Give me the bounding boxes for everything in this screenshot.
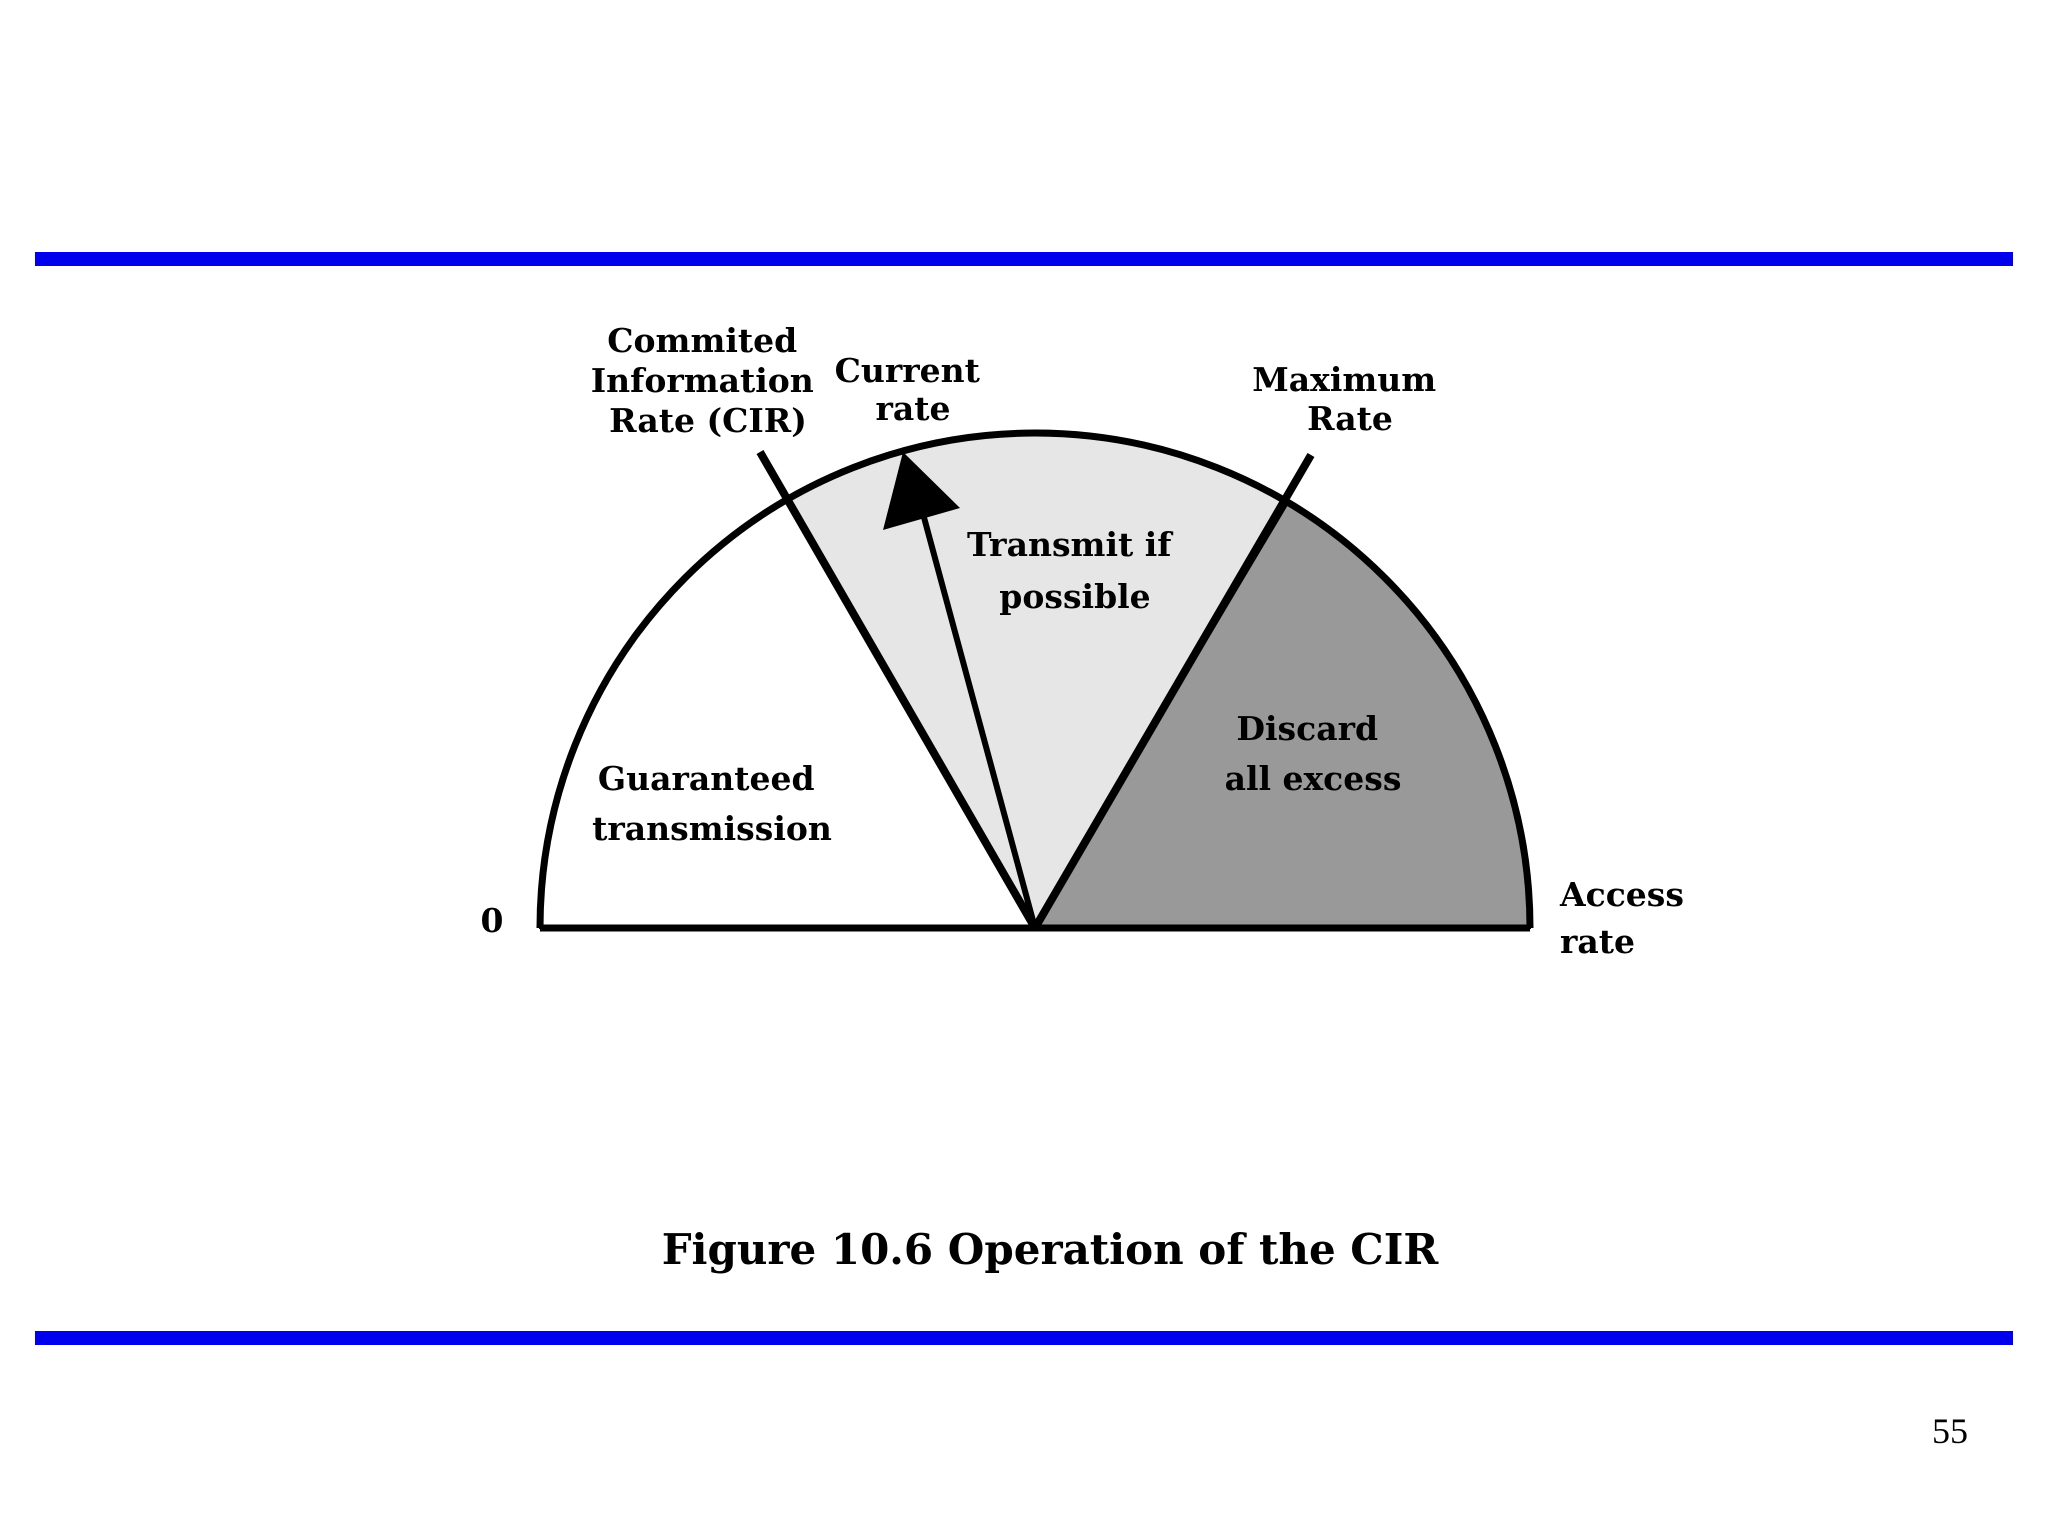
current-rate-label-line2: rate <box>875 389 950 428</box>
maximum-rate-label-line1: Maximum <box>1252 360 1436 399</box>
access-rate-label-line1: Access <box>1559 875 1684 914</box>
current-rate-arrow-shaft <box>919 509 1038 929</box>
maximum-rate-label-line2: Rate <box>1307 399 1393 438</box>
transmit-label-line1: Transmit if <box>967 525 1173 564</box>
transmit-label: Transmit if possible <box>967 525 1183 616</box>
zero-label: 0 <box>481 901 504 940</box>
maximum-rate-label: Maximum Rate <box>1252 360 1447 438</box>
guaranteed-label-line1: Guaranteed <box>598 759 815 798</box>
cir-label: Commited Information Rate (CIR) <box>591 321 826 440</box>
current-rate-label: Current rate <box>835 351 992 428</box>
top-rule <box>35 252 2013 266</box>
access-rate-label-line2: rate <box>1560 922 1635 961</box>
transmit-label-line2: possible <box>999 577 1150 616</box>
cir-label-line3: Rate (CIR) <box>609 401 807 440</box>
cir-label-line1: Commited <box>607 321 797 360</box>
figure-caption: Figure 10.6 Operation of the CIR <box>662 1225 1440 1274</box>
discard-label-line2: all excess <box>1225 759 1402 798</box>
gauge-arc <box>536 429 1534 929</box>
current-rate-arrowhead <box>883 452 960 530</box>
guaranteed-label: Guaranteed transmission <box>592 759 832 848</box>
cir-label-line2: Information <box>591 361 814 400</box>
guaranteed-label-line2: transmission <box>592 809 832 848</box>
maximum-rate-line <box>1031 452 1315 931</box>
access-rate-label: Access rate <box>1559 875 1695 961</box>
current-rate-label-line1: Current <box>835 351 981 390</box>
page-number: 55 <box>1932 1411 1968 1451</box>
discard-label-line1: Discard <box>1236 709 1378 748</box>
bottom-rule <box>35 1331 2013 1345</box>
discard-label: Discard all excess <box>1225 709 1402 798</box>
cir-line <box>756 449 1039 931</box>
